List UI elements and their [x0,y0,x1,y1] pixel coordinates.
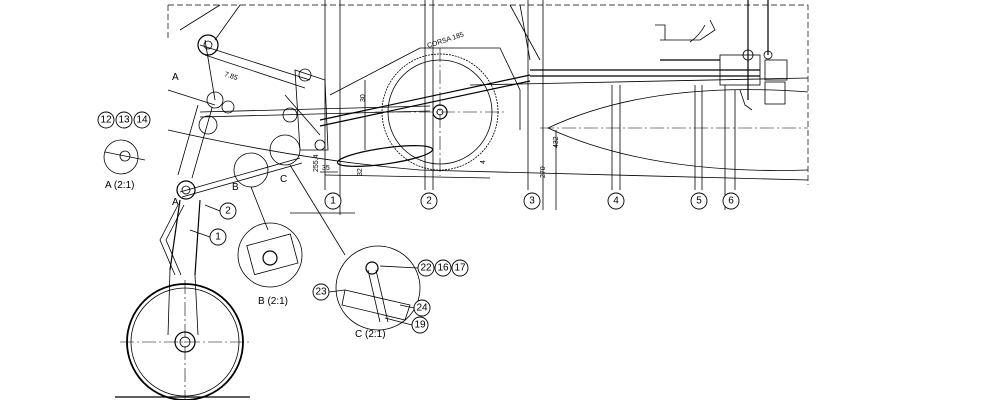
angle-dimension: 7.85 [223,71,238,82]
svg-text:6: 6 [728,196,734,207]
detail-views [103,134,421,331]
detail-part-callouts: 12 13 14 22 16 17 23 24 19 1 2 [97,111,469,334]
part-callout: 2 [219,202,237,220]
part-callout: 22 [417,259,435,277]
section-letter: A [172,197,179,208]
part-callout: 19 [411,316,429,334]
svg-text:22: 22 [420,263,432,274]
part-callout: 12 [97,111,115,129]
svg-text:4: 4 [613,196,619,207]
svg-text:17: 17 [454,263,466,274]
part-callout: 23 [312,283,330,301]
station-callout: 5 [690,192,708,210]
svg-text:2: 2 [225,206,231,217]
dimension-35: 35 [322,165,330,172]
station-callout: 1 [324,192,342,210]
dimension-255-4: 255.4 [313,154,320,172]
station-callout: 4 [607,192,625,210]
stroke-dimension: CORSA 185 [426,31,465,49]
svg-text:16: 16 [437,263,449,274]
svg-text:1: 1 [215,232,221,243]
detail-b-label: B (2:1) [258,296,288,307]
callout-leaders [189,204,419,326]
svg-text:19: 19 [414,320,426,331]
station-callout: 3 [523,192,541,210]
detail-c-label: C (2:1) [355,329,386,340]
dimension-32: 32 [357,168,364,176]
main-gear-strut [159,91,235,336]
svg-text:2: 2 [426,196,432,207]
svg-text:3: 3 [529,196,535,207]
dimension-270: 270 [540,166,547,178]
station-callout: 2 [420,192,438,210]
svg-text:23: 23 [315,287,327,298]
svg-text:12: 12 [100,115,112,126]
svg-text:13: 13 [118,115,130,126]
detail-a-label: A (2:1) [105,180,134,191]
rear-mechanism [655,0,788,111]
part-callout: 1 [209,228,227,246]
bellcrank-linkage [282,68,434,167]
dimension-432: 432 [553,136,560,148]
dimension-4: 4 [480,160,487,164]
dimension-30: 30 [360,94,367,102]
part-callout: 17 [451,259,469,277]
wing-profile [547,89,809,171]
section-letter: B [232,182,239,193]
part-callout: 14 [133,111,151,129]
fuselage-outline [167,4,809,185]
part-callout: 16 [434,259,452,277]
section-letter: A [172,72,179,83]
part-callout: 13 [115,111,133,129]
station-callouts: 1 2 3 4 5 6 [324,192,740,210]
main-wheel [115,280,250,400]
part-callout: 24 [413,299,431,317]
svg-text:5: 5 [696,196,702,207]
upper-frame [167,4,541,135]
svg-text:24: 24 [416,303,428,314]
svg-text:14: 14 [136,115,148,126]
section-letter: C [280,174,287,185]
svg-text:1: 1 [330,196,336,207]
station-callout: 6 [722,192,740,210]
station-lines [290,0,736,215]
